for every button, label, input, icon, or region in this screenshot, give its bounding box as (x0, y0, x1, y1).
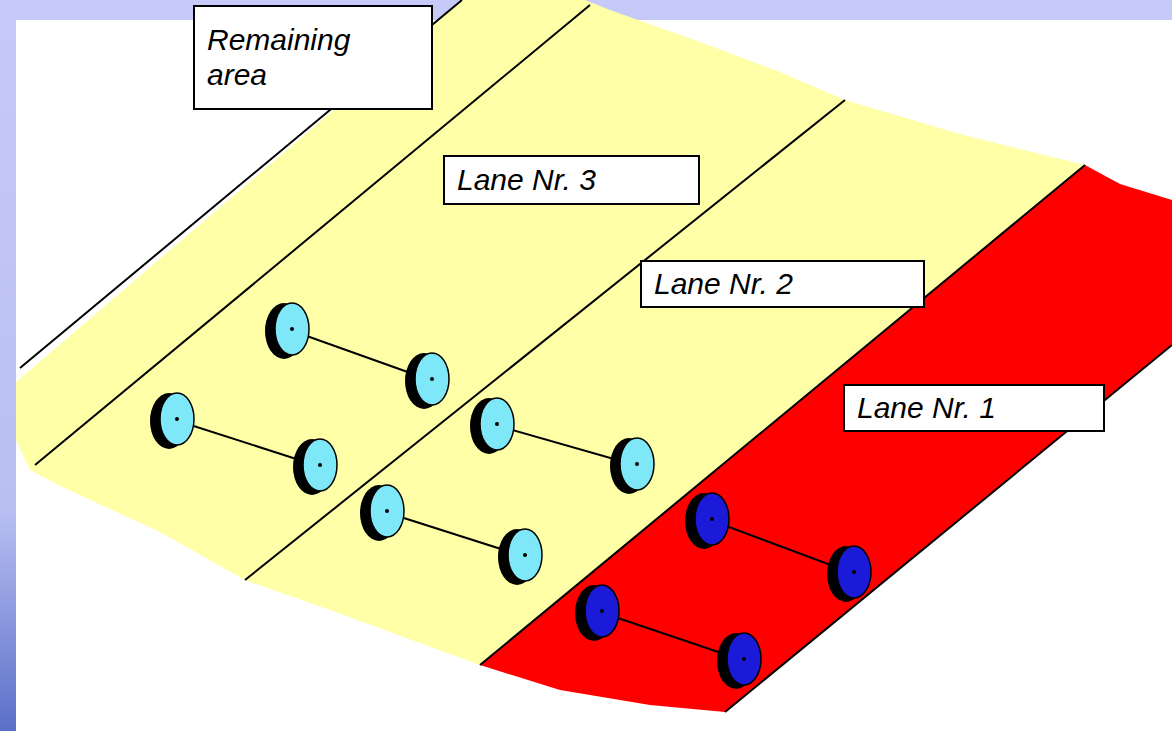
lane-label: Lane Nr. 3 (457, 163, 596, 198)
axles-lane-2 (360, 398, 654, 585)
lane-label: Lane Nr. 1 (857, 391, 996, 426)
lane-label-box: Lane Nr. 1 (843, 384, 1105, 432)
lane-label-box: Lane Nr. 3 (443, 155, 700, 205)
lane-lines (20, 0, 1172, 712)
axles-lane-3 (150, 303, 449, 495)
lane-label-box: Remaining area (193, 5, 433, 110)
axles-lane-1 (575, 493, 871, 689)
red-lane (480, 165, 1172, 712)
lane-label: Remaining area (207, 23, 350, 92)
lane-label-box: Lane Nr. 2 (640, 260, 925, 308)
lane-label: Lane Nr. 2 (654, 267, 793, 302)
